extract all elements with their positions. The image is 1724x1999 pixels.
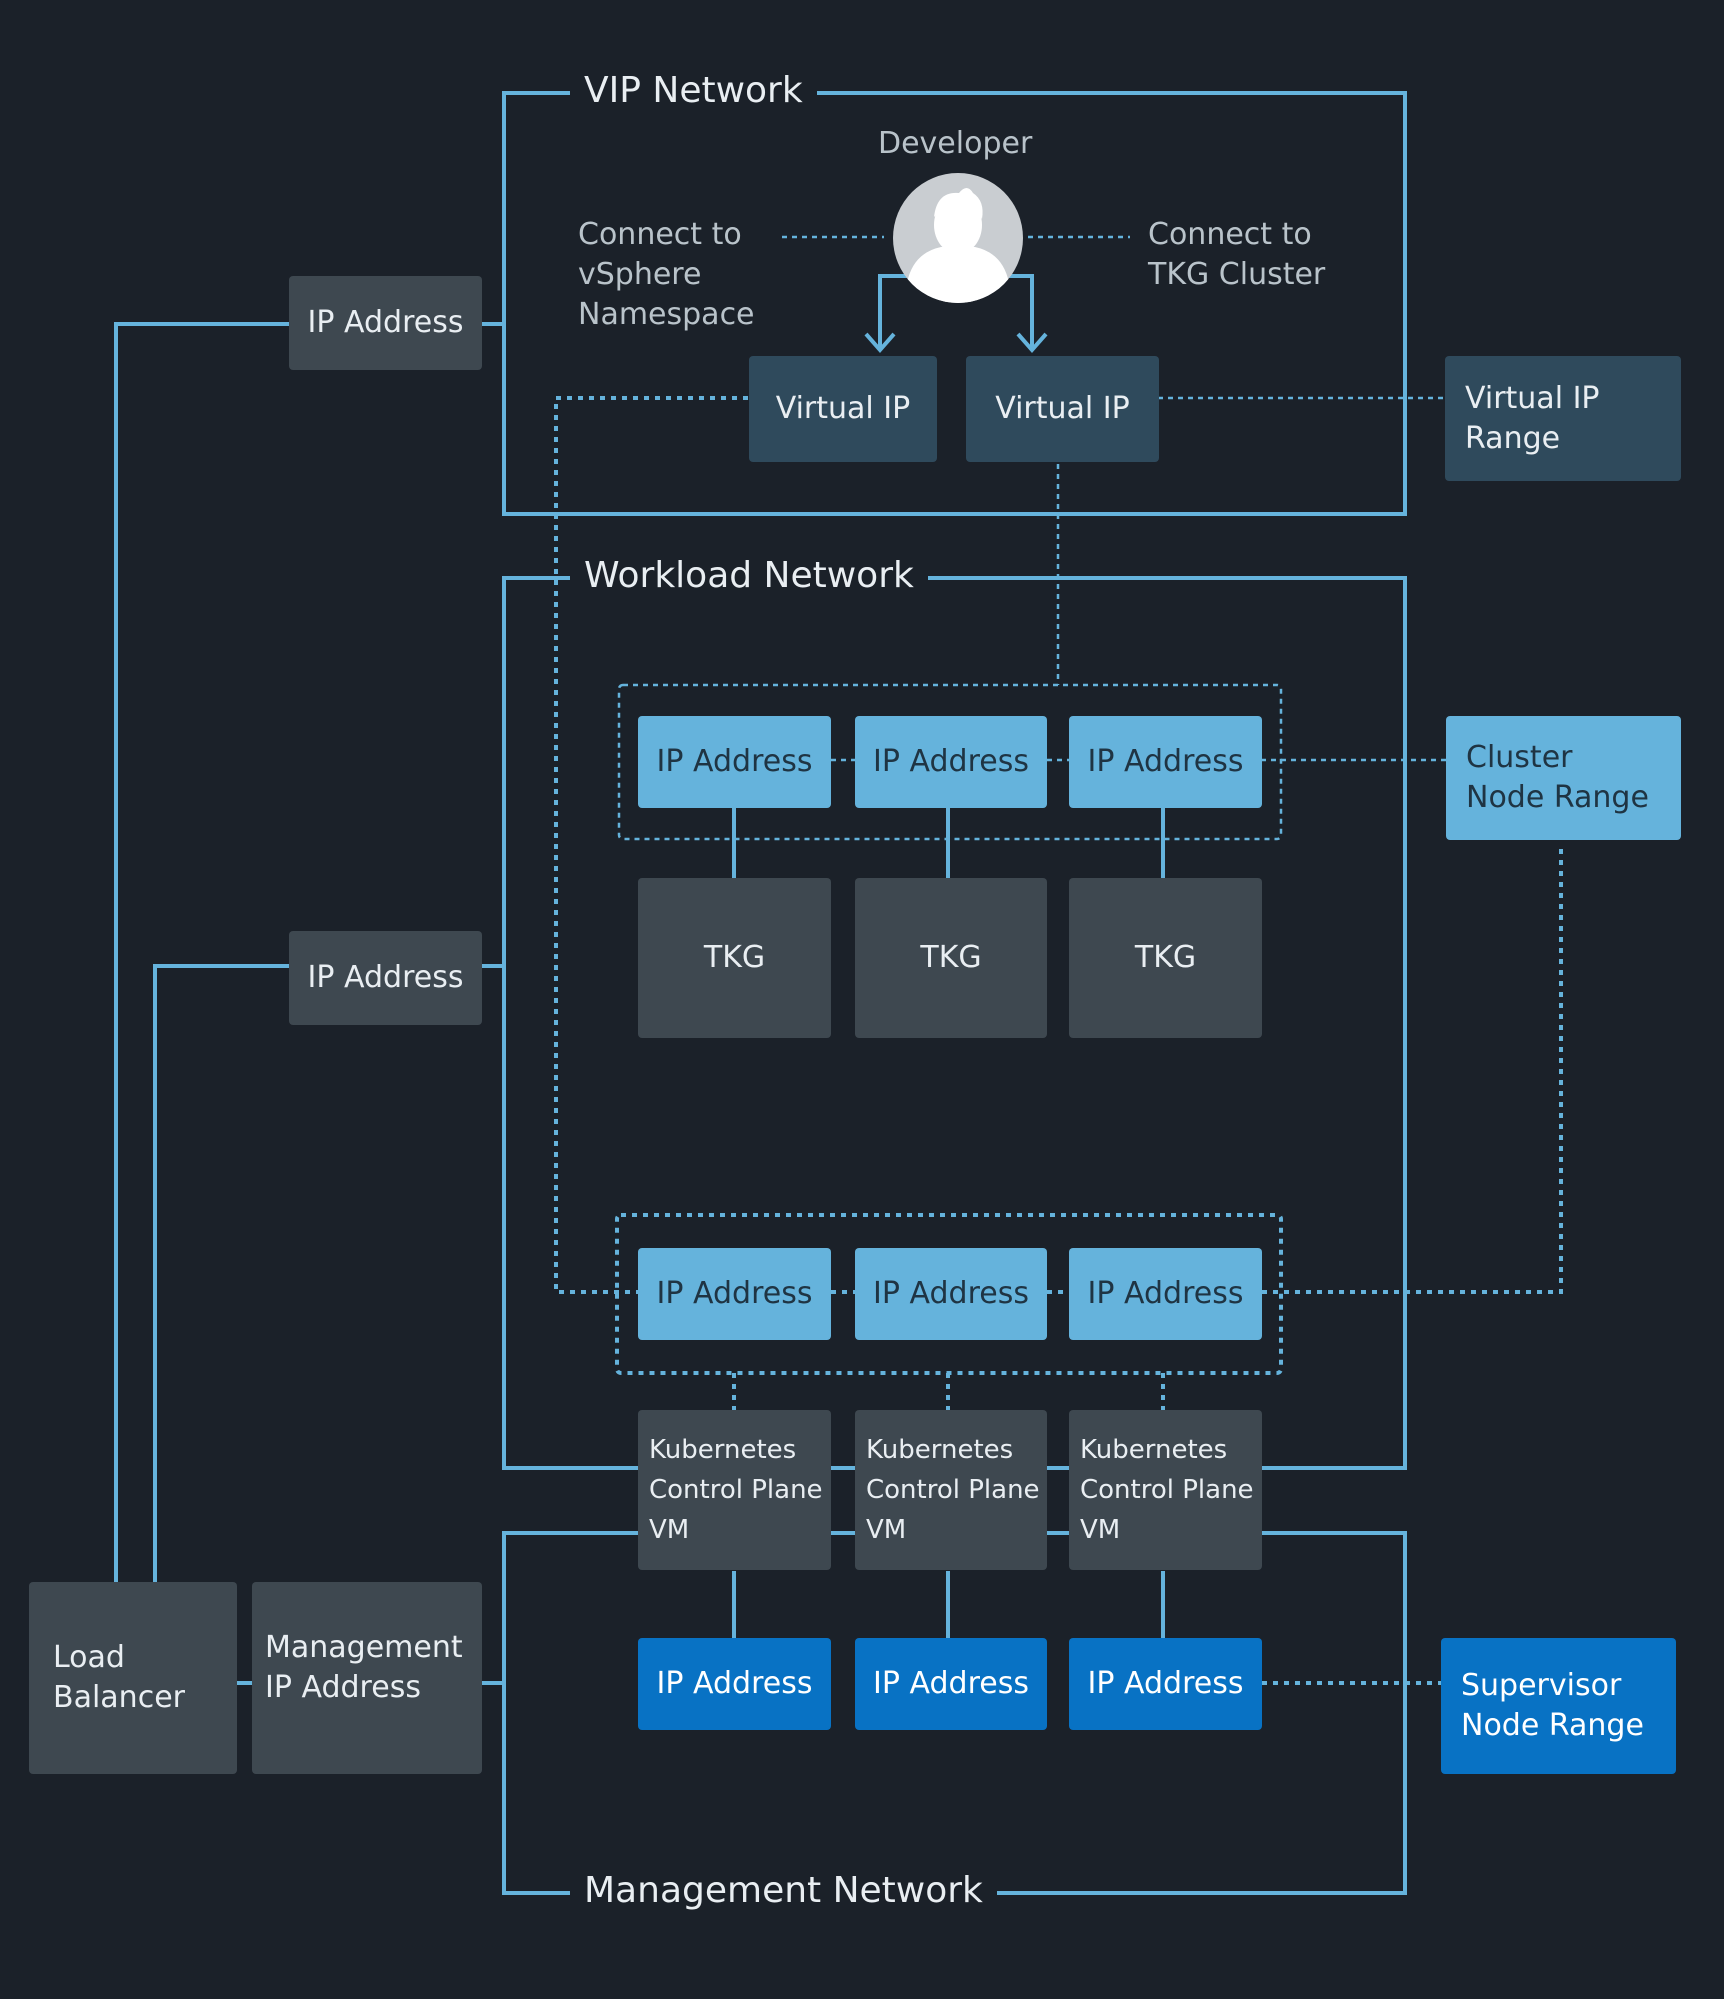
vip-ip-address-box: IP Address [289, 276, 482, 370]
connect-namespace-note: Connect to vSphere Namespace [578, 217, 755, 332]
cluster-ip-address-box: IP Address [1069, 716, 1262, 808]
management-network-label: Management Network [570, 1869, 997, 1913]
developer-label: Developer [878, 126, 1033, 161]
workload-network-label: Workload Network [570, 554, 928, 598]
tkg-node-box: TKG [638, 878, 831, 1038]
vip-network-frame [502, 91, 1407, 516]
cluster-ip-address-box: IP Address [638, 716, 831, 808]
management-ip-address-box: IP Address [638, 1638, 831, 1730]
controlplane-ip-address-box: IP Address [638, 1248, 831, 1340]
vip-to-controlplane-dotted-line [554, 396, 748, 1294]
connect-tkg-note: Connect to TKG Cluster [1148, 217, 1326, 292]
management-ip-address-box: Management IP Address [252, 1582, 482, 1774]
virtual-ip-range-box: Virtual IP Range [1445, 356, 1681, 481]
developer-arrow-right [1008, 274, 1034, 348]
cluster-range-to-controlplane-dotted-line [1262, 845, 1563, 1294]
cluster-node-range-box: Cluster Node Range [1446, 716, 1681, 840]
management-ip-address-box: IP Address [1069, 1638, 1262, 1730]
tkg-node-box: TKG [855, 878, 1047, 1038]
load-balancer-box: Load Balancer [29, 1582, 237, 1774]
developer-arrow-left [878, 274, 908, 348]
cluster-ip-address-box: IP Address [855, 716, 1047, 808]
vip-network-label: VIP Network [570, 69, 817, 113]
lb-to-workload-ip-line [153, 964, 289, 1582]
management-ip-address-box: IP Address [855, 1638, 1047, 1730]
virtual-ip-box: Virtual IP [966, 356, 1159, 462]
control-plane-vm-box: Kubernetes Control Plane VM [1069, 1410, 1262, 1570]
virtual-ip-box: Virtual IP [749, 356, 937, 462]
supervisor-node-range-box: Supervisor Node Range [1441, 1638, 1676, 1774]
controlplane-ip-address-box: IP Address [1069, 1248, 1262, 1340]
control-plane-vm-box: Kubernetes Control Plane VM [638, 1410, 831, 1570]
tkg-node-box: TKG [1069, 878, 1262, 1038]
lb-to-vip-ip-line [114, 322, 289, 1582]
workload-ip-address-box: IP Address [289, 931, 482, 1025]
developer-avatar-icon [893, 173, 1023, 303]
cluster-ip-group [617, 683, 1283, 841]
control-plane-vm-box: Kubernetes Control Plane VM [855, 1410, 1047, 1570]
controlplane-ip-address-box: IP Address [855, 1248, 1047, 1340]
